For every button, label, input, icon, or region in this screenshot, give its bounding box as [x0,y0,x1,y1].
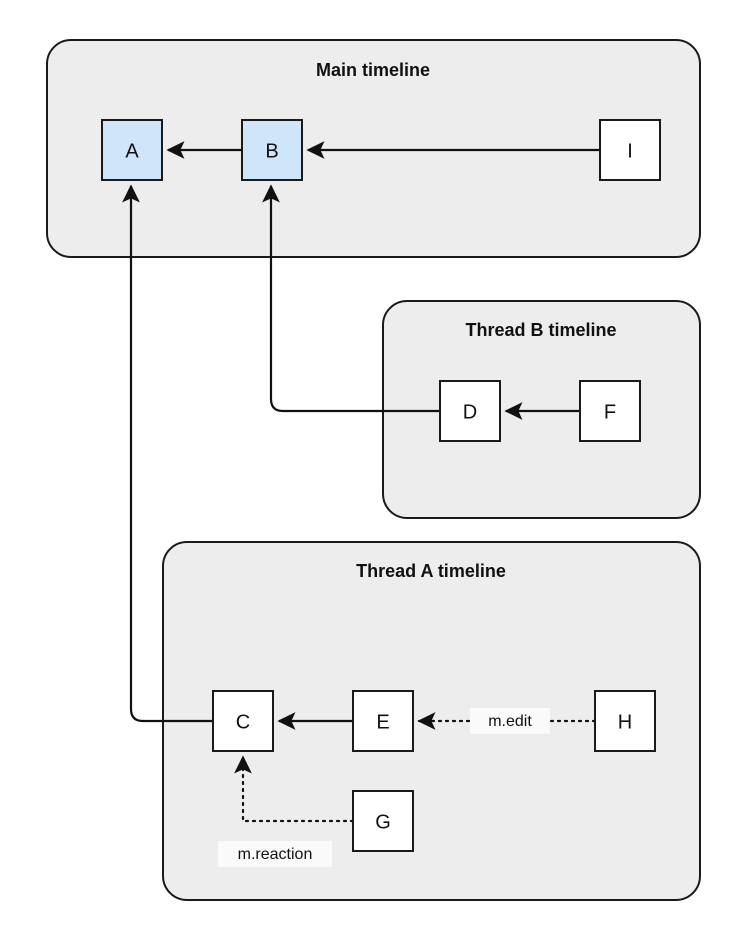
edge-label-m-edit-bg [470,708,550,734]
node-b-label: B [265,140,278,162]
node-c-label: C [236,711,250,733]
node-i-box[interactable] [599,119,661,181]
node-b-box[interactable] [241,119,303,181]
node-e[interactable]: E [352,690,414,752]
node-i-label: I [627,140,633,162]
node-e-label: E [376,711,389,733]
edge-label-m-reaction-text: m.reaction [238,846,313,863]
edge-label-m-edit: m.edit [470,708,550,734]
group-main-timeline-title: Main timeline [316,60,430,80]
node-c-box[interactable] [212,690,274,752]
node-g-box[interactable] [352,790,414,852]
node-a[interactable]: A [101,119,163,181]
group-thread-b-timeline-box [382,300,701,519]
node-g[interactable]: G [352,790,414,852]
group-main-timeline: Main timeline [46,39,701,258]
edge-label-m-reaction: m.reaction [218,841,332,867]
node-f[interactable]: F [579,380,641,442]
node-a-label: A [125,140,139,162]
node-d-label: D [463,401,477,423]
node-h[interactable]: H [594,690,656,752]
node-b[interactable]: B [241,119,303,181]
node-f-label: F [604,401,616,423]
edge-d-to-b [262,184,440,413]
edge-label-m-reaction-bg [218,841,332,867]
edge-g-to-c [234,755,355,823]
node-h-label: H [618,711,632,733]
group-thread-a-timeline-title: Thread A timeline [356,561,506,581]
node-i[interactable]: I [599,119,661,181]
node-c[interactable]: C [212,690,274,752]
edge-c-to-a [122,184,213,723]
group-main-timeline-box [46,39,701,258]
node-g-label: G [375,811,391,833]
node-d-box[interactable] [439,380,501,442]
group-thread-b-timeline-title: Thread B timeline [465,320,616,340]
group-thread-b-timeline: Thread B timeline [382,300,701,519]
edge-label-m-edit-text: m.edit [488,713,532,730]
node-h-box[interactable] [594,690,656,752]
node-a-box[interactable] [101,119,163,181]
node-e-box[interactable] [352,690,414,752]
node-f-box[interactable] [579,380,641,442]
node-d[interactable]: D [439,380,501,442]
